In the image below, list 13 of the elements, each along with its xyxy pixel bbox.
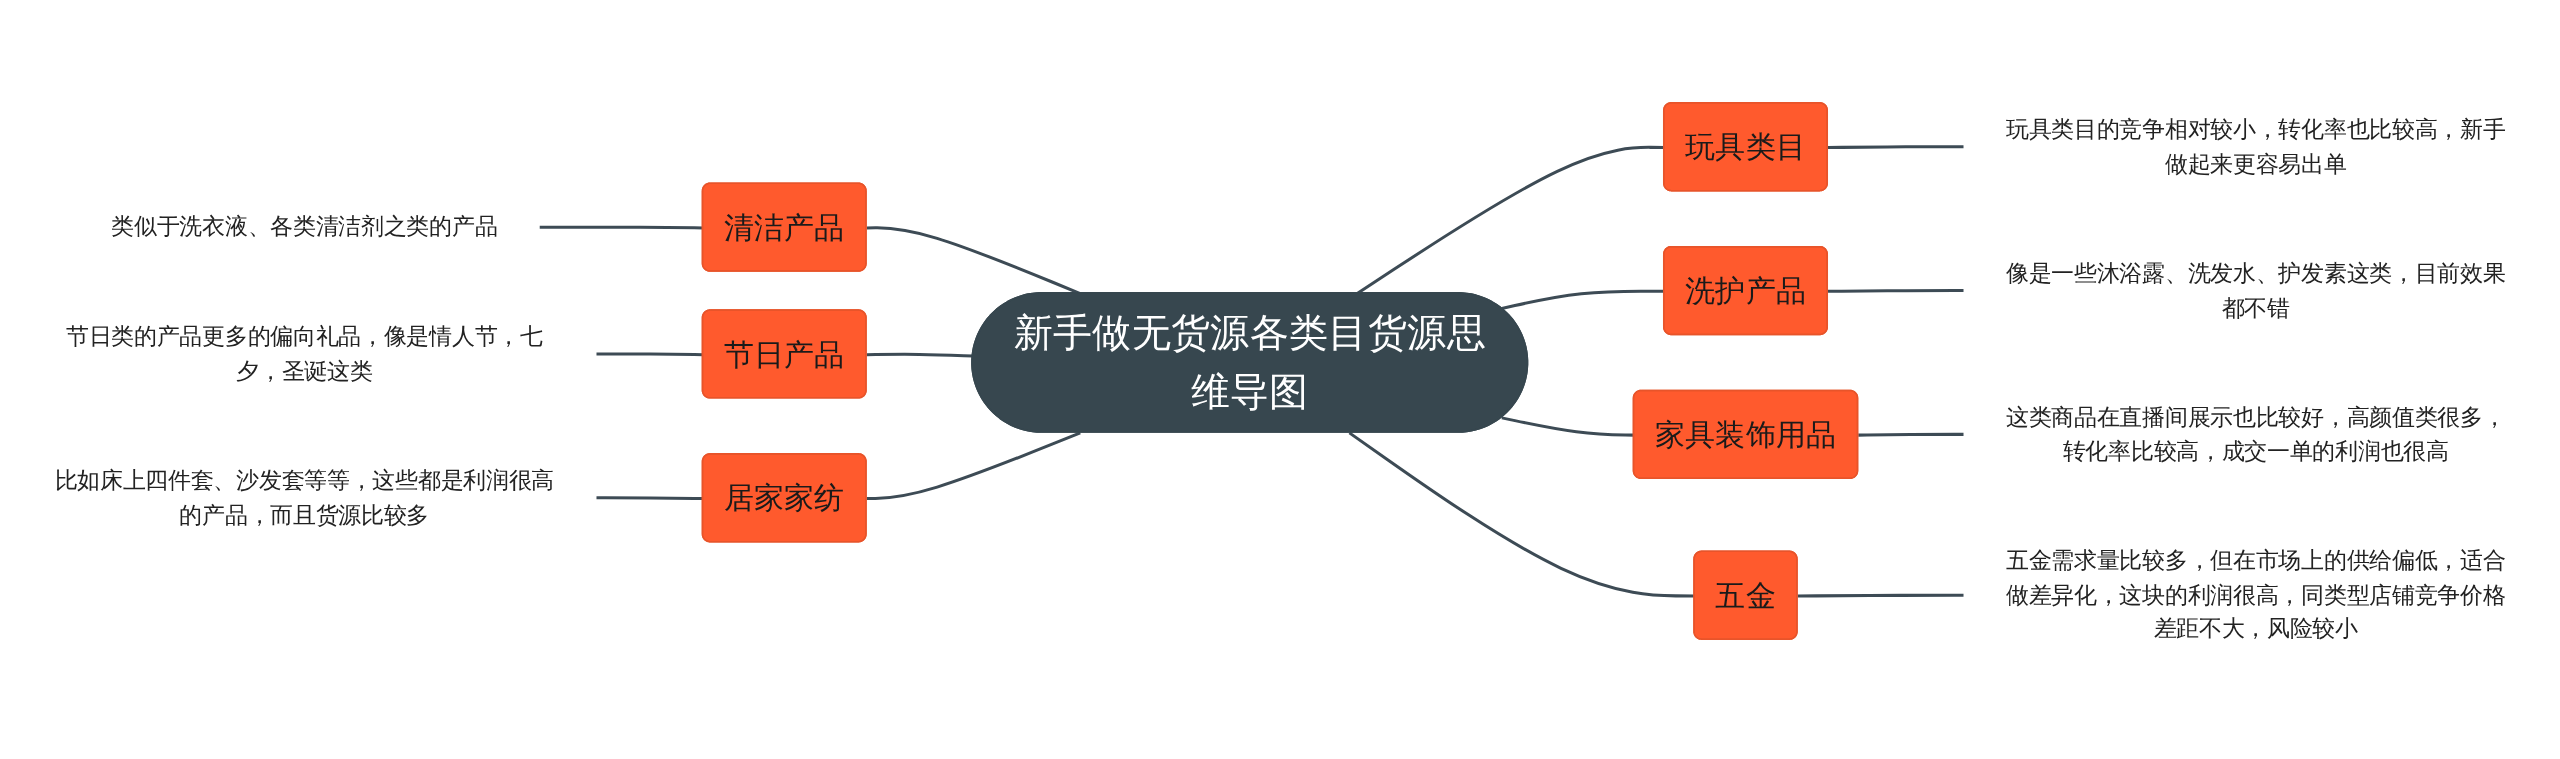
- node-text: 像是一些沐浴露、洗发水、护发素这类，目前效果都不错: [2005, 259, 2506, 321]
- node-text: 节日类的产品更多的偏向礼品，像是情人节，七夕，圣诞这类: [65, 322, 543, 385]
- connector: [866, 431, 1081, 501]
- connector: [1858, 432, 1964, 437]
- connector: [1828, 289, 1964, 293]
- node-text: 类似于洗衣液、各类清洁剂之类的产品: [111, 213, 498, 241]
- node-text: 五金需求量比较多，但在市场上的供给偏低，适合做差异化，这块的利润很高，同类型店铺竞争价格差距不大，风险较小: [2005, 547, 2506, 643]
- connector: [1828, 145, 1964, 149]
- connector: [1797, 593, 1964, 598]
- node-text: 这类商品在直播间展示也比较好，高颜值类很多，转化率比较高，成交一单的利润也很高: [2005, 403, 2506, 465]
- node-text: 玩具类目的竞争相对较小，转化率也比较高，新手做起来更容易出单: [2005, 115, 2506, 178]
- node-text: 比如床上四件套、沙发套等等，这些都是利润很高的产品，而且货源比较多: [54, 466, 555, 529]
- connector: [1348, 431, 1695, 598]
